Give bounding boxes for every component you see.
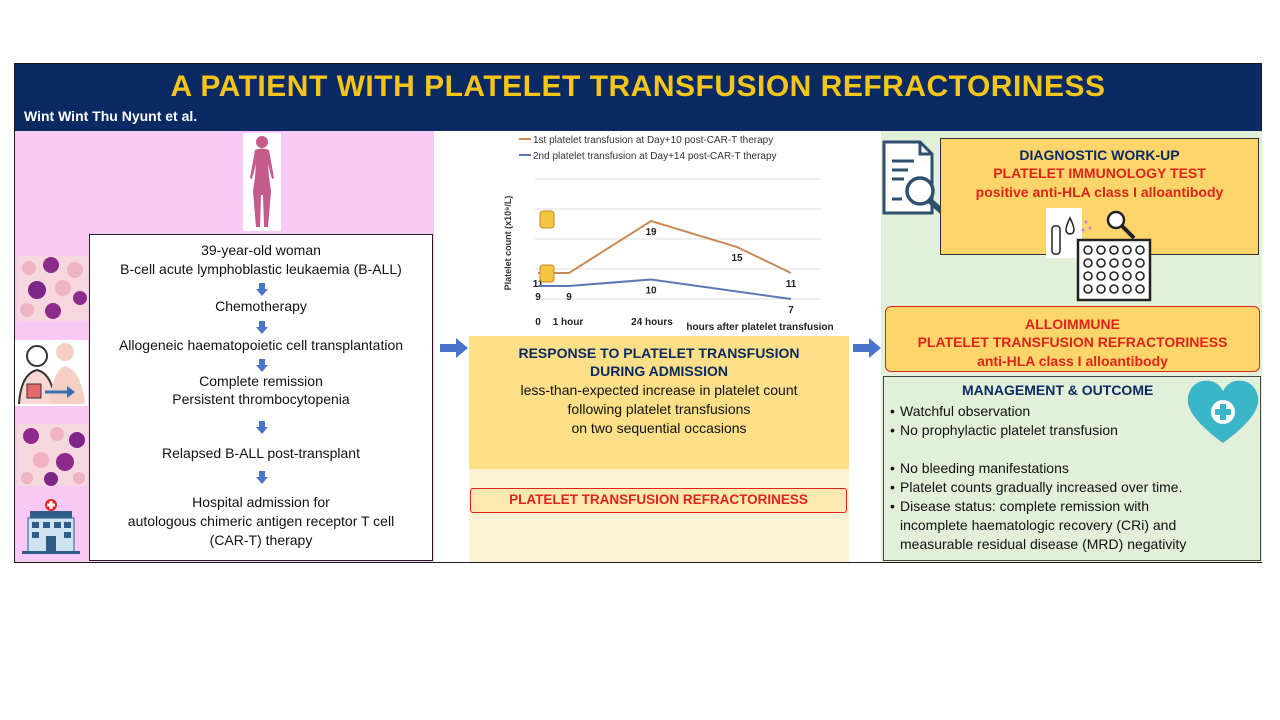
timeline-age: 39-year-old woman (201, 242, 321, 258)
timeline-car-t: autologous chimeric antigen receptor T c… (127, 513, 395, 529)
data-label: 10 (645, 286, 657, 297)
document-search-icon (880, 139, 952, 219)
platelet-count-chart: 1st platelet transfusion at Day+10 post-… (469, 131, 849, 336)
blood-bag-icon (539, 264, 555, 283)
down-arrow-icon (256, 471, 268, 484)
alloimmune-antibody: anti-HLA class I alloantibody (977, 353, 1168, 369)
clinical-timeline-box: 39-year-old woman B-cell acute lymphobla… (89, 234, 433, 561)
x-axis-label: hours after platelet transfusion (686, 322, 833, 333)
data-label: 11 (786, 279, 797, 290)
page-title: A PATIENT WITH PLATELET TRANSFUSION REFR… (170, 70, 1106, 103)
down-arrow-icon (256, 283, 268, 296)
legend-label: 1st platelet transfusion at Day+10 post-… (533, 135, 773, 146)
timeline-diagnosis: B-cell acute lymphoblastic leukaemia (B-… (120, 261, 402, 277)
timeline-transplant: Allogeneic haematopoietic cell transplan… (118, 337, 404, 353)
data-label: 19 (645, 227, 657, 238)
data-label: 7 (788, 305, 794, 316)
header-banner: A PATIENT WITH PLATELET TRANSFUSION REFR… (15, 64, 1261, 131)
timeline-chemotherapy: Chemotherapy (215, 298, 307, 314)
blood-bag-icon (539, 210, 555, 229)
data-label: 15 (731, 253, 743, 264)
management-item: •Watchful observation (890, 403, 1031, 419)
alloantibody-result: positive anti-HLA class I alloantibody (975, 184, 1224, 200)
management-outcome-box: MANAGEMENT & OUTCOME •Watchful observati… (883, 376, 1261, 561)
response-box: RESPONSE TO PLATELET TRANSFUSION DURING … (469, 336, 849, 469)
transplant-patient-icon (15, 340, 88, 406)
down-arrow-icon (256, 359, 268, 372)
data-label: 9 (535, 292, 541, 303)
series-line (538, 278, 792, 300)
data-label: 11 (533, 279, 544, 290)
outcome-item: •Platelet counts gradually increased ove… (890, 479, 1183, 495)
data-label: 9 (566, 292, 572, 303)
immunology-test: PLATELET IMMUNOLOGY TEST (993, 165, 1206, 181)
response-heading: RESPONSE TO PLATELET TRANSFUSION (518, 345, 800, 361)
x-tick-label: 24 hours (631, 317, 673, 328)
right-arrow-icon (440, 338, 468, 358)
female-body-icon (243, 133, 281, 231)
diagnostic-title: DIAGNOSTIC WORK-UP (1019, 147, 1180, 163)
response-text-2: following platelet transfusions (567, 401, 751, 417)
legend-label: 2nd platelet transfusion at Day+14 post-… (533, 151, 777, 162)
series-line (538, 219, 792, 274)
response-heading-2: DURING ADMISSION (590, 363, 728, 379)
lab-test-plate-icon (1046, 208, 1154, 302)
timeline-relapse: Relapsed B-ALL post-transplant (162, 445, 360, 461)
down-arrow-icon (256, 321, 268, 334)
outcome-item: •No bleeding manifestations (890, 460, 1069, 476)
alloimmune-box: ALLOIMMUNE PLATELET TRANSFUSION REFRACTO… (885, 306, 1260, 372)
y-axis-label: Platelet count (x10⁹/L) (503, 196, 513, 291)
timeline-admission: Hospital admission for (192, 494, 330, 510)
response-text-3: on two sequential occasions (571, 420, 747, 436)
down-arrow-icon (256, 421, 268, 434)
diagnostic-workup-box: DIAGNOSTIC WORK-UP PLATELET IMMUNOLOGY T… (940, 138, 1259, 255)
outcome-item-continued: incomplete haematologic recovery (CRi) a… (900, 517, 1177, 533)
outcome-item: •Disease status: complete remission with (890, 498, 1149, 514)
hospital-icon (22, 498, 80, 554)
alloimmune-diagnosis: PLATELET TRANSFUSION REFRACTORINESS (917, 334, 1228, 350)
x-tick-label: 1 hour (553, 317, 584, 328)
timeline-car-t-abbrev: (CAR-T) therapy (209, 532, 313, 548)
timeline-remission: Complete remission (199, 373, 323, 389)
health-heart-icon (1187, 380, 1259, 443)
authors: Wint Wint Thu Nyunt et al. (24, 108, 198, 124)
management-item: •No prophylactic platelet transfusion (890, 422, 1118, 438)
response-text-1: less-than-expected increase in platelet … (520, 382, 798, 398)
right-arrow-icon (853, 338, 881, 358)
x-tick-label: 0 (535, 317, 541, 328)
alloimmune-title: ALLOIMMUNE (1025, 316, 1120, 332)
blast-cells-image-1 (17, 256, 88, 321)
timeline-thrombocytopenia: Persistent thrombocytopenia (172, 391, 350, 407)
outcome-item-continued: measurable residual disease (MRD) negati… (900, 536, 1187, 552)
blast-cells-image-2 (17, 424, 88, 486)
management-title: MANAGEMENT & OUTCOME (962, 382, 1154, 398)
refractoriness-label: PLATELET TRANSFUSION REFRACTORINESS (470, 488, 847, 513)
